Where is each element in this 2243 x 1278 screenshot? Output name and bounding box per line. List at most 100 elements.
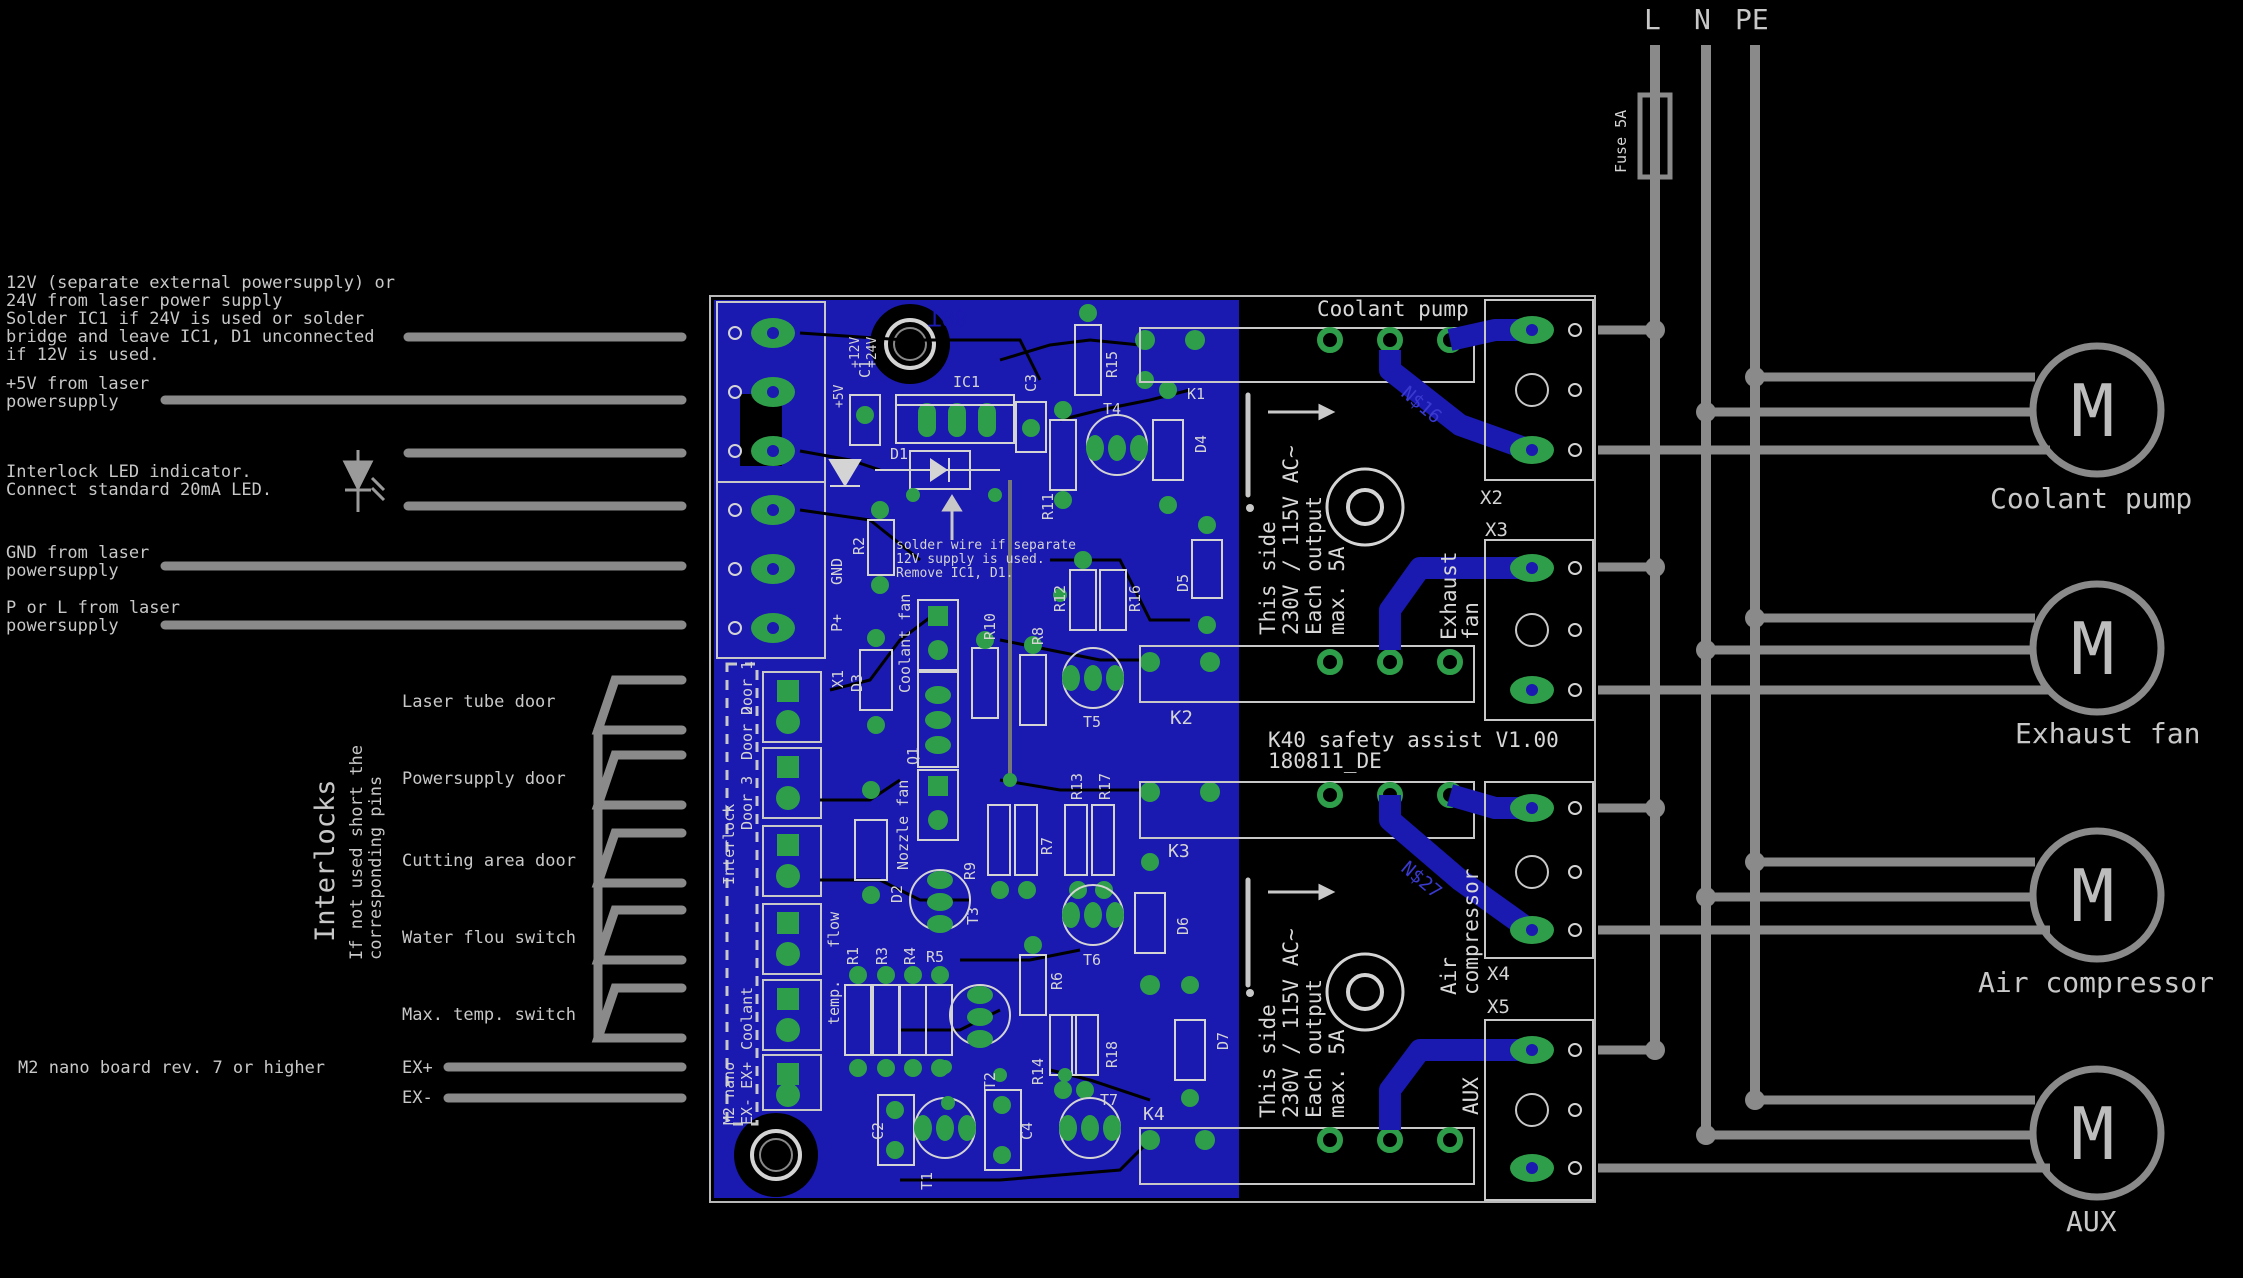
interlock-col: M2 nano	[720, 1062, 738, 1125]
motor-exhaust-fan: M Exhaust fan	[2015, 580, 2200, 750]
gnd-pin-label: GND	[828, 558, 846, 585]
this-side-line: Each output	[1302, 496, 1326, 635]
air-vert-label: compressor	[1459, 869, 1483, 995]
ref-d3: D3	[848, 674, 866, 692]
ref-t3: T3	[964, 907, 982, 925]
mounting-holes	[734, 304, 1405, 1197]
motor-symbol: M	[2071, 369, 2114, 453]
interlock-col: EX- EX+	[738, 1062, 756, 1125]
ref-r12: R12	[1051, 585, 1069, 612]
resistor-bodies	[844, 324, 1127, 1076]
nozzle-fan-label: Nozzle fan	[894, 780, 912, 870]
gnd-line: powersupply	[6, 561, 119, 581]
switch-water-flow: Water flou switch	[402, 928, 576, 948]
ex-plus-label: EX+	[402, 1058, 433, 1078]
diodes	[854, 419, 1223, 1081]
exhaust-vert-label: fan	[1459, 602, 1483, 640]
ref-c4: C4	[1018, 1122, 1036, 1140]
ref-k4: K4	[1143, 1104, 1165, 1125]
motor-coolant-pump: M Coolant pump	[1990, 342, 2192, 515]
ref-c2: C2	[869, 1122, 887, 1140]
solder-note: 12V supply is used.	[896, 552, 1045, 567]
motor-aux: M AUX	[2029, 1065, 2165, 1238]
hv-connectors	[1484, 299, 1594, 1201]
switch-laser-tube-door: Laser tube door	[402, 692, 556, 712]
pwr-pin-label: +12V	[848, 337, 863, 368]
ref-x5: X5	[1487, 996, 1510, 1018]
ic1	[895, 394, 1015, 444]
this-side-line: 230V / 115V AC~	[1279, 928, 1303, 1118]
ex-minus-label: EX-	[402, 1088, 433, 1108]
gnd-line: GND from laser	[6, 543, 149, 563]
ref-r15: R15	[1103, 351, 1121, 378]
supply-label: 12V (separate external powersupply) or 2…	[6, 273, 395, 365]
transistor-pads	[914, 435, 1148, 1141]
interlock-connector	[762, 671, 822, 1111]
exhaust-vert-label: Exhaust	[1437, 551, 1461, 640]
ref-r3: R3	[873, 947, 891, 965]
this-side-line: This side	[1256, 1004, 1280, 1118]
vias	[906, 330, 1220, 1150]
ref-x4: X4	[1487, 963, 1510, 985]
ref-r13: R13	[1068, 773, 1086, 800]
interlock-pads	[776, 680, 800, 1107]
switch-max-temp: Max. temp. switch	[402, 1005, 576, 1025]
this-side-line: 230V / 115V AC~	[1279, 445, 1303, 635]
ref-r9: R9	[961, 862, 979, 880]
ref-k3: K3	[1168, 841, 1190, 862]
pcb-board	[709, 295, 1596, 1203]
motor-wires	[1598, 325, 2050, 1173]
ref-r1: R1	[844, 947, 862, 965]
supply-line: bridge and leave IC1, D1 unconnected	[6, 327, 374, 347]
interlock-col: flow	[825, 911, 843, 948]
ref-x2: X2	[1480, 487, 1503, 509]
this-side-bottom: This side 230V / 115V AC~ Each output ma…	[1256, 928, 1349, 1118]
bus-junctions	[1645, 320, 1765, 1145]
d1-diode	[875, 450, 1000, 490]
interlock-col: temp.	[825, 980, 843, 1025]
ref-t1: T1	[918, 1172, 936, 1190]
motor-symbol: M	[2071, 854, 2114, 938]
ref-t7: T7	[1100, 1091, 1118, 1109]
motor-label: Exhaust fan	[2015, 717, 2200, 750]
ref-r14: R14	[1029, 1058, 1047, 1085]
supply-line: if 12V is used.	[6, 345, 160, 365]
m2-board-label: M2 nano board rev. 7 or higher	[18, 1058, 325, 1078]
fan-connectors	[917, 599, 959, 841]
supply-line: 24V from laser power supply	[6, 291, 282, 311]
solder-note: solder wire if separate	[896, 538, 1076, 553]
capacitors-top	[849, 394, 1047, 1171]
led-line: Connect standard 20mA LED.	[6, 480, 272, 500]
board-date: 180811_DE	[1268, 749, 1382, 773]
this-side-line: max. 5A	[1325, 546, 1349, 635]
aux-vert-label: AUX	[1459, 1077, 1483, 1115]
ref-d4: D4	[1192, 435, 1210, 453]
ref-r4: R4	[901, 947, 919, 965]
ref-d1: D1	[890, 445, 908, 463]
board-coolant-pump: Coolant pump	[1317, 297, 1469, 321]
arrow-icon	[941, 494, 963, 540]
pwr-pin-label: +5V	[832, 384, 847, 408]
interlocks-title: Interlocks	[310, 779, 341, 942]
ref-r18: R18	[1103, 1041, 1121, 1068]
interlocks-note: If not used short the	[347, 745, 367, 960]
ref-c1: C1	[856, 360, 874, 378]
interlocks-note: corresponding pins	[366, 776, 386, 960]
switch-powersupply-door: Powersupply door	[402, 769, 566, 789]
resistor-pads	[849, 304, 1113, 1099]
ref-k1: K1	[1187, 385, 1205, 403]
this-side-line: Each output	[1302, 979, 1326, 1118]
board-led-icon	[828, 459, 862, 487]
interlock-column-labels: M2 nano EX- EX+ Coolant Door 3 Door 2 Do…	[720, 661, 843, 1125]
motor-label: Coolant pump	[1990, 482, 2192, 515]
ref-x1: X1	[829, 670, 847, 688]
ref-ic1: IC1	[953, 373, 980, 391]
interlock-switches	[591, 675, 687, 1043]
ref-r16: R16	[1126, 585, 1144, 612]
ref-r11: R11	[1039, 493, 1057, 520]
mains-pe-label: PE	[1735, 3, 1769, 36]
mains-l-label: L	[1644, 3, 1661, 36]
motor-air-compressor: M Air compressor	[1978, 827, 2214, 999]
coolant-fan-label: Coolant fan	[896, 594, 914, 693]
motor-label: Air compressor	[1978, 966, 2214, 999]
